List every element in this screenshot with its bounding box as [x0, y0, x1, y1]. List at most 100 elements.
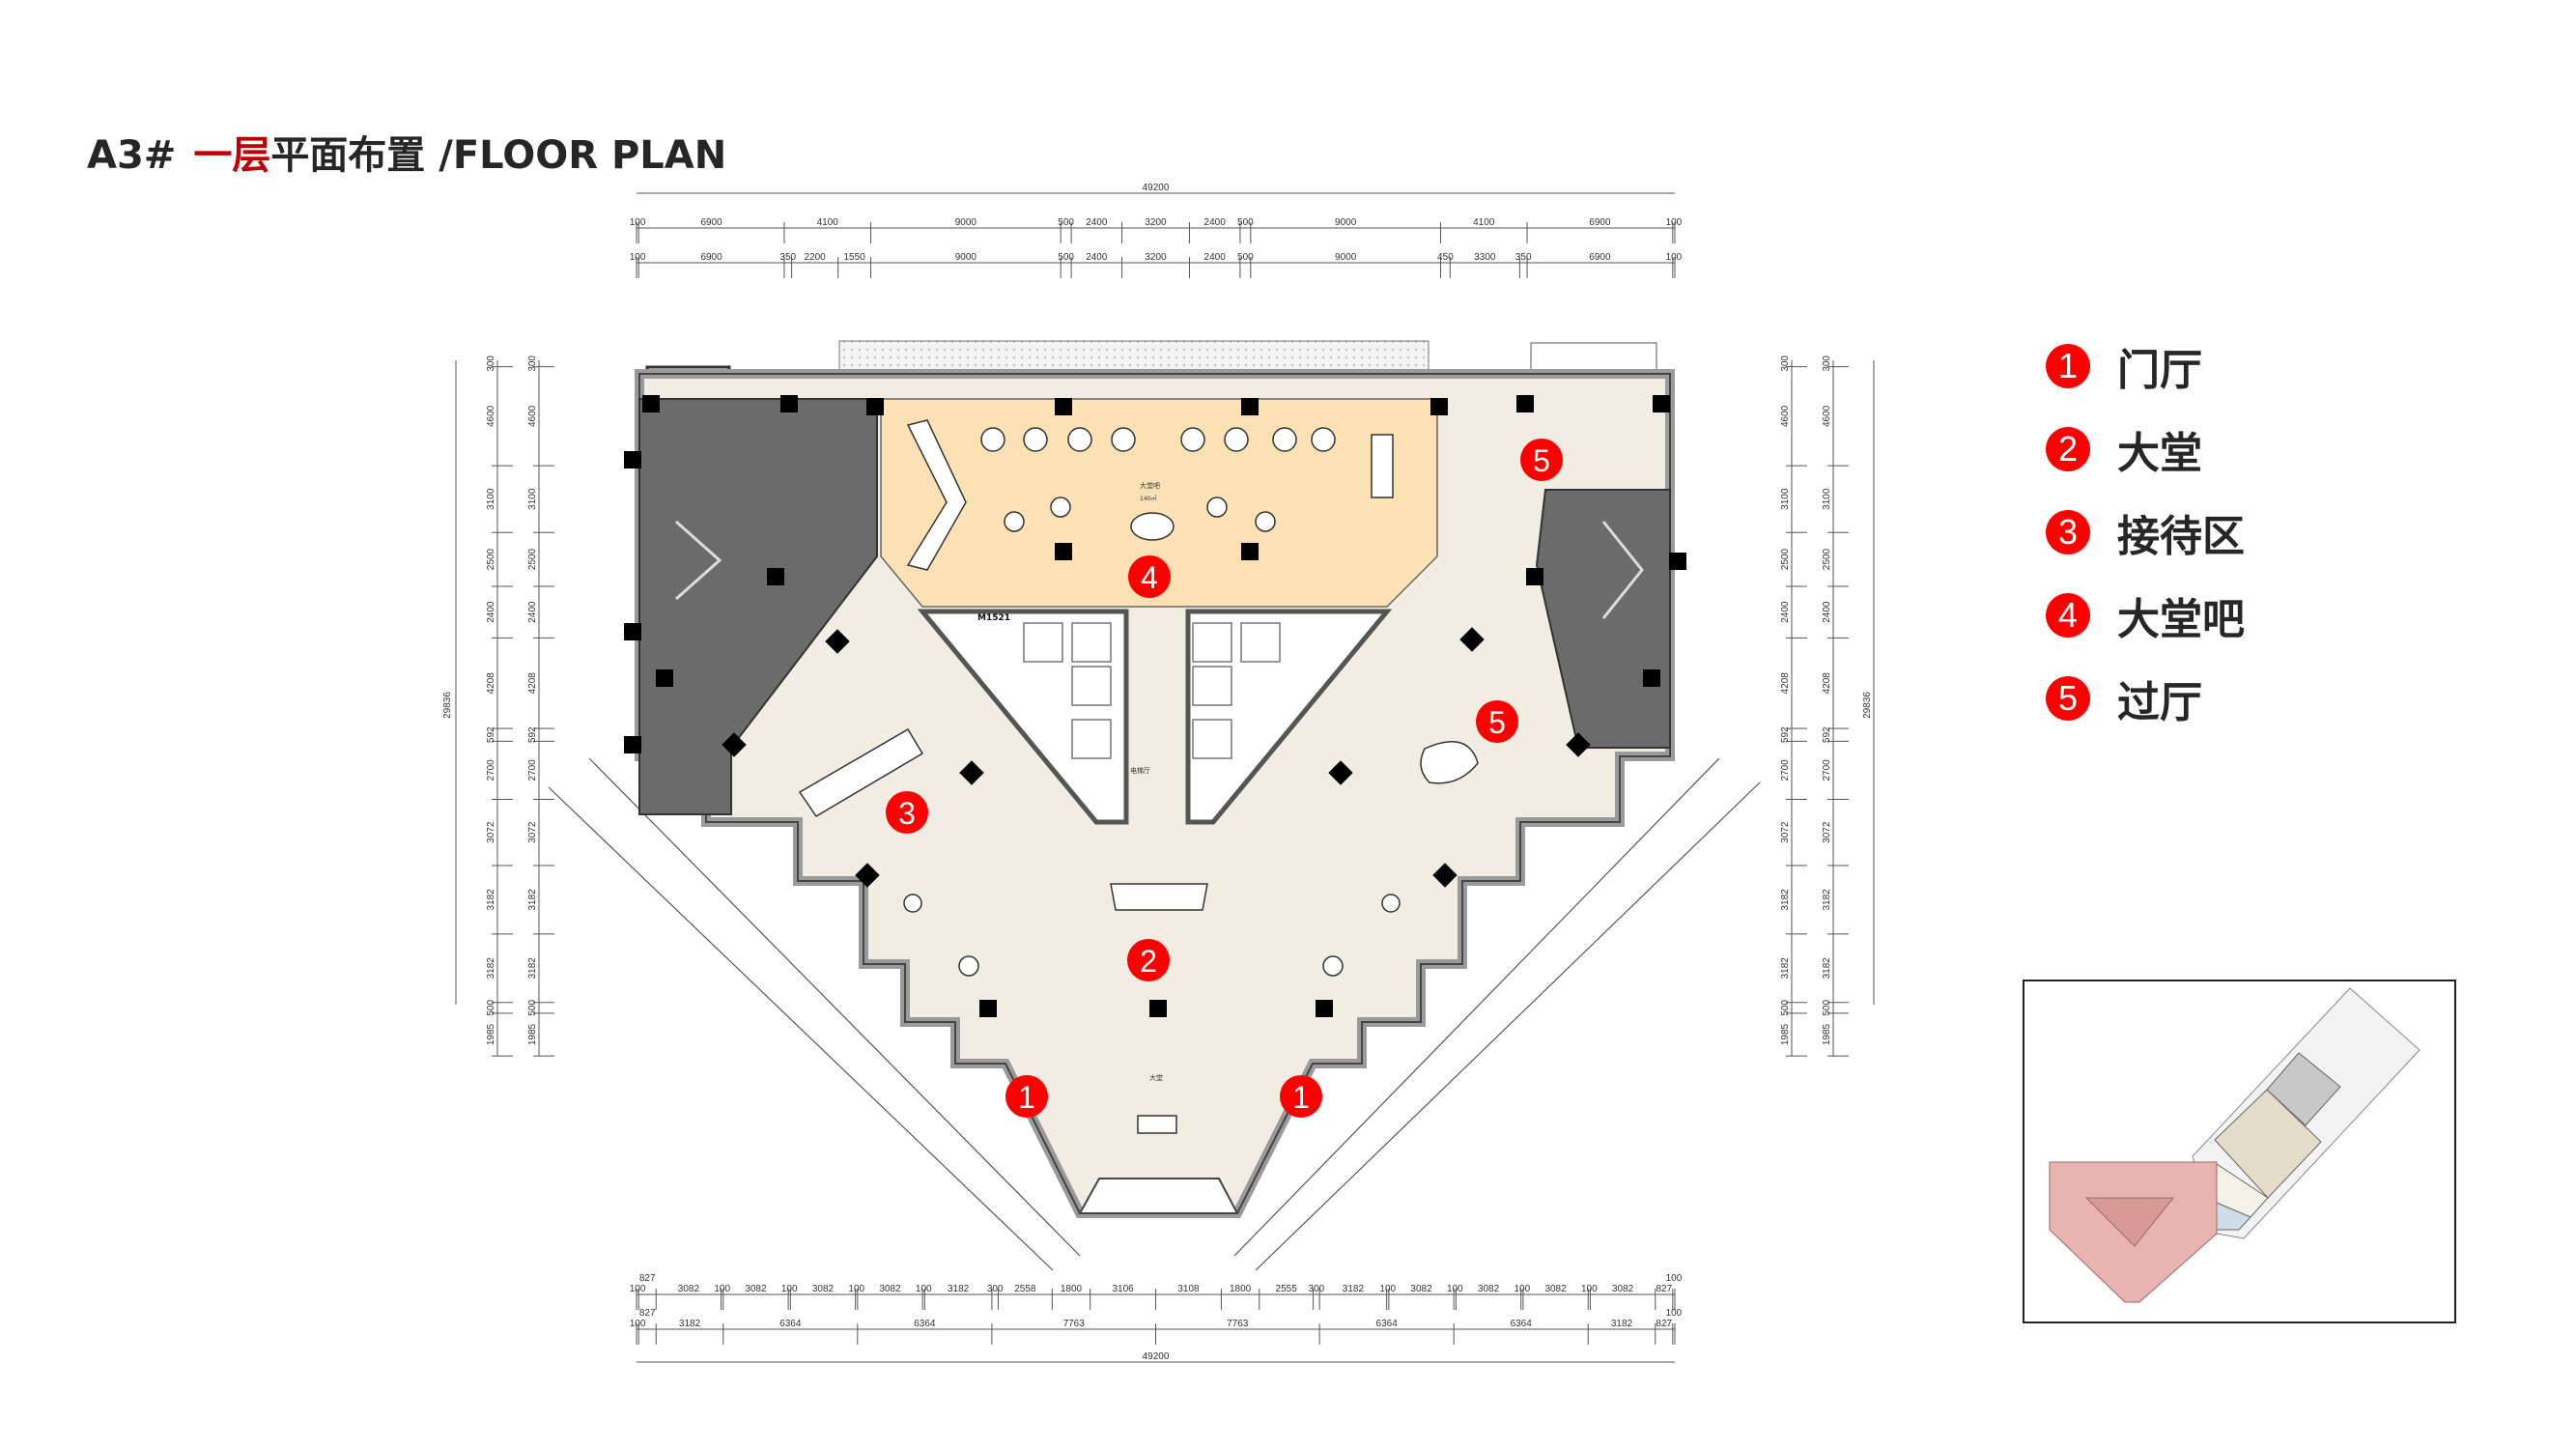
dimension-label: 4600 — [1822, 405, 1832, 427]
dimension-label: 2400 — [1822, 601, 1832, 623]
dimension-label: 3082 — [1544, 1284, 1567, 1294]
column — [1241, 398, 1259, 415]
dimension-label: 500 — [1058, 252, 1074, 263]
dimension-label: 7763 — [1063, 1319, 1086, 1329]
dimension-label: 3082 — [879, 1284, 901, 1294]
dimension-label: 4100 — [1473, 217, 1495, 228]
column — [866, 398, 884, 415]
dimension-label: 300 — [527, 355, 538, 372]
dimension-label: 6364 — [914, 1319, 936, 1329]
dimension-label: 450 — [1437, 252, 1454, 263]
dimension-label: 9000 — [1335, 252, 1357, 263]
legend-marker: 1 — [2046, 344, 2090, 388]
dimension-label: 100 — [916, 1284, 932, 1294]
lobby-label: 大堂 — [1149, 1073, 1163, 1082]
column — [1643, 669, 1660, 687]
column — [979, 1000, 997, 1017]
dimension-label: 3182 — [679, 1319, 701, 1329]
legend-label: 大堂吧 — [2117, 595, 2245, 644]
dimension-label: 3082 — [678, 1284, 700, 1294]
dimension-total: 49200 — [1143, 183, 1170, 193]
dimension-label: 2400 — [1204, 252, 1227, 263]
dimension-label: 100 — [848, 1284, 864, 1294]
column — [1653, 395, 1670, 412]
marker-hall: 5 — [1476, 700, 1518, 743]
dimension-label: 3072 — [1822, 821, 1832, 843]
column — [624, 451, 641, 469]
svg-text:4: 4 — [1141, 560, 1158, 595]
dimension-label: 827 — [1656, 1319, 1672, 1329]
dimension-label: 6364 — [779, 1319, 802, 1329]
dimension-label: 3108 — [1177, 1284, 1200, 1294]
marker-foyer: 1 — [1280, 1075, 1322, 1118]
column — [624, 736, 641, 753]
dimension-label: 3082 — [1410, 1284, 1432, 1294]
column — [656, 669, 673, 687]
dimension-label: 2400 — [1204, 217, 1227, 228]
dimension-label: 827 — [1656, 1284, 1672, 1294]
dimension-label: 4208 — [1822, 672, 1832, 695]
dimension-label: 500 — [527, 1000, 538, 1016]
dimension-label: 3182 — [1822, 889, 1832, 911]
restroom-core-left — [917, 609, 1129, 825]
legend-marker: 5 — [2046, 676, 2090, 721]
bar-label: 大堂吧 — [1140, 481, 1160, 490]
dimension-label: 3100 — [527, 488, 538, 510]
dimension-label: 827 — [639, 1273, 656, 1284]
dimension-label: 2500 — [1780, 549, 1791, 571]
dimension-label: 2700 — [1822, 759, 1832, 781]
dimension-label: 3200 — [1145, 217, 1167, 228]
dimension-label: 3182 — [527, 889, 538, 911]
dimension-label: 350 — [779, 252, 796, 263]
dimension-label: 100 — [1666, 1273, 1683, 1284]
dimension-label: 4600 — [486, 405, 496, 427]
dimension-label: 7763 — [1227, 1319, 1249, 1329]
dimension-label: 9000 — [955, 252, 977, 263]
svg-text:1: 1 — [1018, 1080, 1035, 1115]
dimension-label: 1985 — [1822, 1023, 1832, 1045]
dimension-label: 100 — [1666, 252, 1683, 263]
column — [959, 760, 984, 785]
marker-reception: 3 — [886, 791, 928, 834]
title-prefix: A3# — [87, 133, 177, 178]
dimension-label: 2200 — [805, 252, 827, 263]
dimension-label: 1800 — [1230, 1284, 1252, 1294]
dimension-label: 3106 — [1112, 1284, 1134, 1294]
dimension-label: 1550 — [843, 252, 865, 263]
restroom-core-right — [1185, 609, 1393, 825]
dimension-label: 3182 — [486, 889, 496, 911]
dimension-label: 2700 — [527, 759, 538, 781]
dimension-label: 3082 — [1478, 1284, 1500, 1294]
bar-area-label: 140㎡ — [1140, 495, 1156, 502]
column — [825, 629, 850, 654]
dimension-label: 592 — [1780, 726, 1791, 743]
marker-foyer: 1 — [1005, 1075, 1048, 1118]
column — [722, 732, 747, 757]
dimension-label: 100 — [630, 217, 646, 228]
dimension-label: 300 — [1822, 355, 1832, 372]
dimension-label: 2558 — [1014, 1284, 1036, 1294]
dimension-label: 1985 — [527, 1023, 538, 1045]
dimension-label: 4208 — [1780, 672, 1791, 695]
column — [767, 568, 784, 585]
dimension-label: 592 — [486, 726, 496, 743]
diagonal-dimensions — [548, 757, 1761, 1271]
marker-lobby: 2 — [1127, 939, 1170, 981]
dimension-label: 100 — [1666, 1308, 1683, 1319]
dimension-label: 100 — [630, 1284, 646, 1294]
svg-text:3: 3 — [898, 796, 916, 831]
legend-label: 门厅 — [2117, 346, 2202, 395]
dimension-label: 500 — [1237, 217, 1254, 228]
column — [1316, 1000, 1333, 1017]
dimension-label: 6364 — [1511, 1319, 1533, 1329]
dimension-label: 2400 — [1780, 601, 1791, 623]
dimension-label: 500 — [1237, 252, 1254, 263]
dimension-label: 2500 — [527, 549, 538, 571]
dimension-label: 9000 — [955, 217, 977, 228]
dimension-label: 3100 — [1780, 488, 1791, 510]
